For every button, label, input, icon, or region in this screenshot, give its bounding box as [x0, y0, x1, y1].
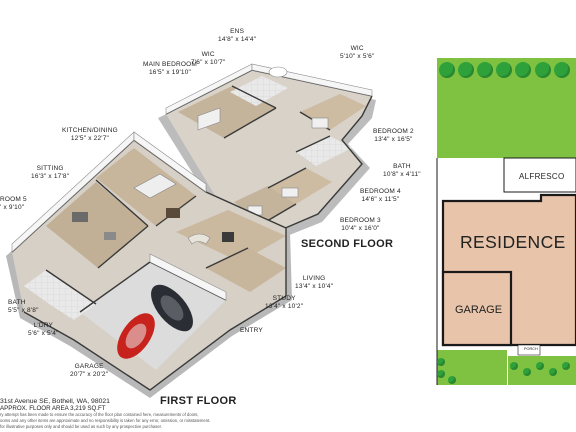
disclaimer-line-1: ry attempt has been made to ensure the a… — [0, 412, 199, 417]
property-address: 31st Avenue SE, Bothell, WA, 98021 — [0, 398, 110, 405]
site-porch-label: PORCH — [524, 347, 538, 351]
floor-area: APPROX. FLOOR AREA 3,219 SQ.FT — [0, 405, 106, 412]
first-floor-title: FIRST FLOOR — [160, 395, 237, 407]
room-label-entry: ENTRY — [240, 327, 263, 334]
alfresco-area — [503, 157, 576, 193]
ensuite-floor — [230, 76, 288, 106]
first-floor-model — [6, 131, 292, 398]
bath-2-floor — [296, 136, 352, 166]
garage-cars — [117, 284, 193, 359]
disclaimer-line-3: for illustrative purposes only and shoul… — [0, 424, 163, 429]
site-lawn-top — [437, 58, 576, 158]
site-residence-label: RESIDENCE — [460, 232, 566, 252]
porch-area — [517, 344, 541, 356]
bath-floor — [24, 270, 74, 306]
site-plan — [436, 58, 576, 385]
second-floor-title: SECOND FLOOR — [301, 238, 394, 250]
disclaimer-line-2: ooms and any other items are approximate… — [0, 418, 211, 423]
site-garage-label: GARAGE — [455, 304, 503, 316]
site-alfresco-label: ALFRESCO — [519, 172, 565, 181]
bedroom-3-floor — [234, 186, 296, 224]
garage-footprint — [441, 270, 513, 347]
laundry-floor — [52, 290, 96, 320]
room-label-bedroom-5: ROOM 5' x 9'10" — [0, 196, 27, 211]
garage-floor — [80, 262, 226, 370]
sitting-floor — [46, 182, 148, 268]
